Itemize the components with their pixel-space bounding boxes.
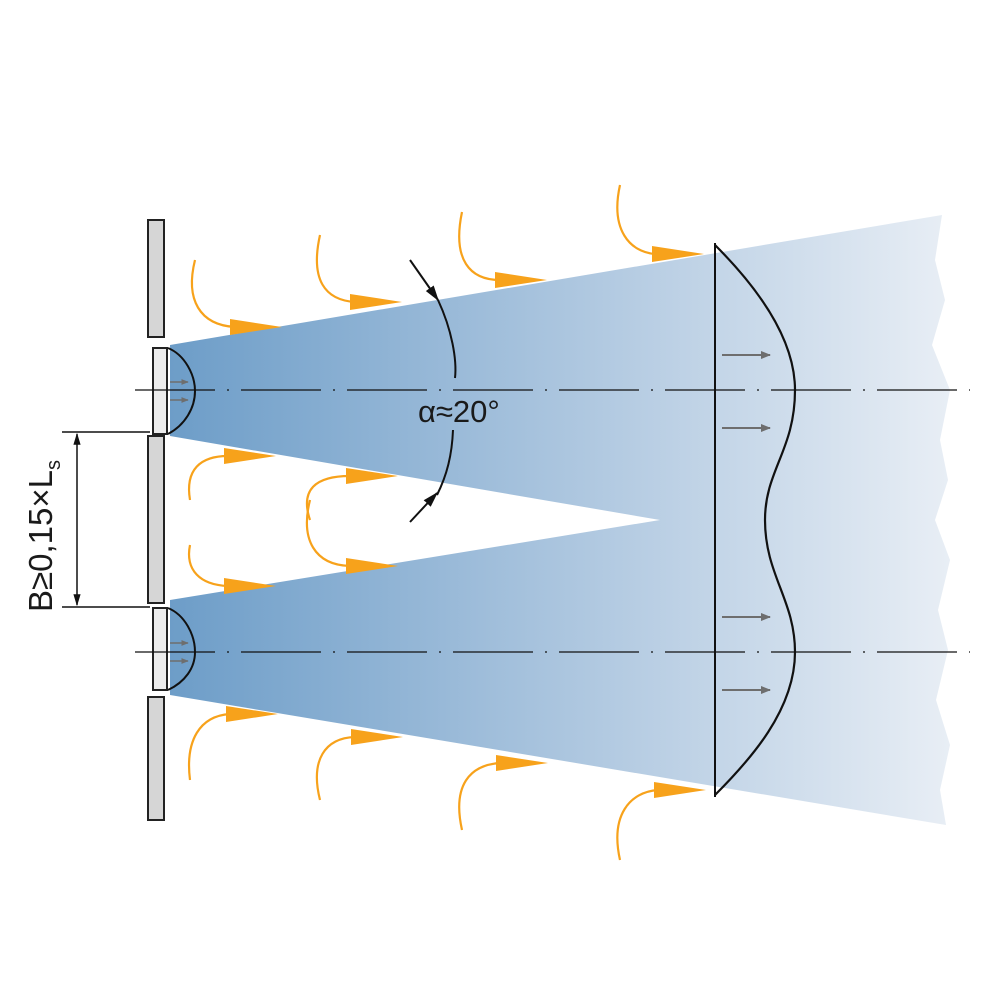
profile-arrows xyxy=(722,351,771,694)
induced-air-arrows xyxy=(187,184,659,861)
outlet-opening-top xyxy=(152,347,168,435)
air-jet-region xyxy=(170,215,950,825)
centerlines xyxy=(135,389,970,653)
angle-dimension xyxy=(409,259,457,523)
angle-label: α≈20° xyxy=(418,394,500,429)
velocity-profile-curve xyxy=(714,244,797,796)
spacing-dimension xyxy=(62,431,150,608)
induced-air-arrowheads xyxy=(224,246,706,798)
spacing-label-subscript: s xyxy=(43,460,65,470)
outlet-opening-bottom xyxy=(152,607,168,691)
wall xyxy=(147,219,168,821)
spacing-label-main: B≥0,15×L xyxy=(22,470,59,612)
outlet-arrows xyxy=(170,379,189,664)
spacing-label: B≥0,15×Ls xyxy=(22,460,65,612)
